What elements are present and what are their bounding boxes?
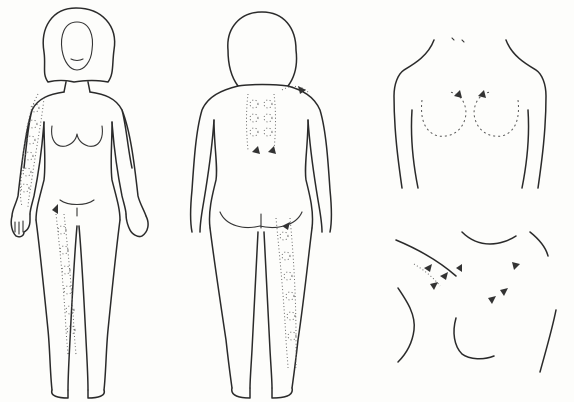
- chest-right-breast: [474, 92, 518, 136]
- chest-arrow-icon-left: [454, 90, 462, 98]
- back-body-figure: [191, 12, 332, 398]
- front-mouth: [71, 59, 83, 61]
- groin-thigh: [454, 318, 494, 359]
- front-face: [62, 22, 93, 70]
- groin-abdomen-outline: [396, 232, 548, 276]
- chest-neck-shoulders: [394, 40, 546, 188]
- back-buttocks: [220, 212, 302, 228]
- front-headscarf: [43, 8, 114, 82]
- front-leg-arrow-icon: [52, 204, 58, 214]
- back-leg-affected-area: [276, 218, 296, 368]
- chest-detail-figure: [394, 38, 546, 188]
- groin-arrow-icon-7: [488, 296, 496, 304]
- groin-arrow-icon-1: [424, 264, 432, 272]
- groin-arrow-icon-6: [500, 288, 508, 296]
- front-right-hand: [126, 214, 148, 237]
- groin-arrow-icon-2: [440, 272, 448, 280]
- chest-left-breast: [422, 92, 466, 136]
- groin-detail-figure: [396, 232, 556, 372]
- groin-arrow-icon-3: [430, 282, 438, 290]
- back-lower-arrow-icon-left: [252, 146, 260, 154]
- front-breasts: [52, 126, 103, 146]
- back-torso-outline: [191, 86, 332, 232]
- back-hair: [228, 12, 297, 86]
- chest-arrow-icon-right: [478, 90, 486, 98]
- back-lower-arrow-icon-right: [268, 146, 276, 154]
- front-legs: [36, 220, 120, 390]
- groin-arrow-icon-5: [512, 262, 520, 270]
- front-body-figure: [11, 8, 148, 398]
- back-legs: [210, 228, 312, 388]
- groin-arrow-icon-4: [456, 264, 462, 272]
- back-leg-arrow-icon: [282, 222, 290, 230]
- front-left-hand: [11, 214, 30, 237]
- groin-hip-left: [398, 288, 414, 362]
